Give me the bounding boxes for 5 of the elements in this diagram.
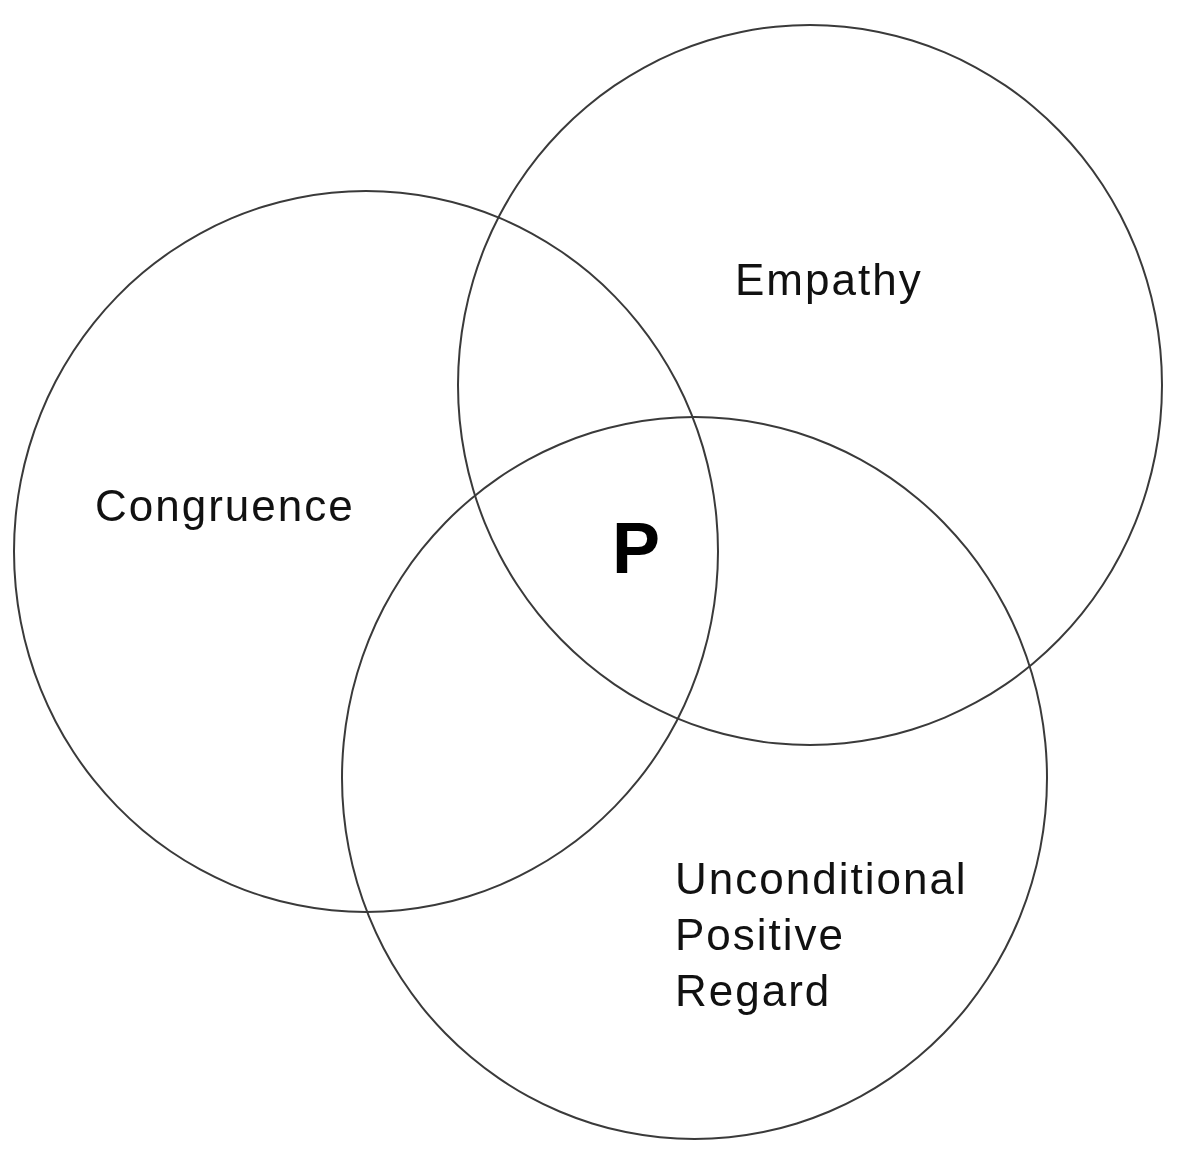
circle-label: Congruence [95, 480, 356, 532]
centre-label: P [612, 512, 661, 584]
circle-label: Unconditional Positive Regard [675, 853, 969, 1017]
circle-label: Empathy [735, 254, 924, 306]
venn-circle [457, 24, 1163, 746]
